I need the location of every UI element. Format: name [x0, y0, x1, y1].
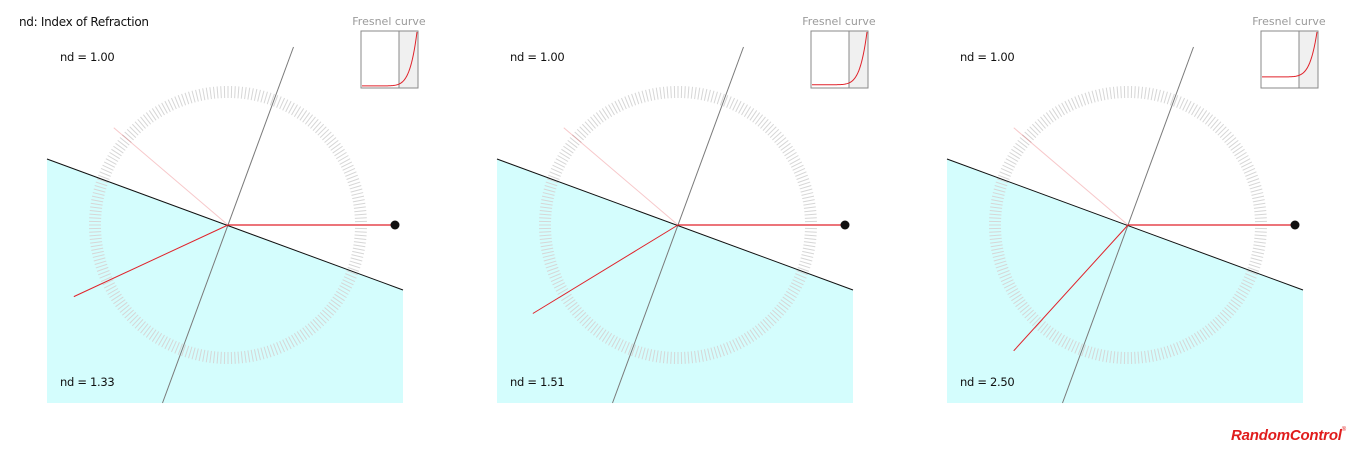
randomcontrol-logo: RandomControl® — [1231, 427, 1346, 444]
fresnel-curve-line — [812, 31, 868, 86]
refracted-ray — [1013, 224, 1129, 352]
refraction-diagram: nd = 1.00 nd = 1.51 Fresnel curve — [496, 15, 876, 404]
refracted-ray — [532, 224, 679, 314]
refraction-diagram: nd = 1.00 nd = 2.50 Fresnel curve — [946, 15, 1326, 404]
upper-medium-nd-label: nd = 1.00 — [60, 50, 114, 64]
lower-medium-nd-label: nd = 2.50 — [960, 375, 1014, 389]
fresnel-curve-thumbnail: Fresnel curve — [802, 15, 876, 89]
light-source-handle[interactable] — [840, 220, 850, 230]
fresnel-curve-title: Fresnel curve — [1252, 15, 1326, 28]
protractor-ring — [989, 86, 1267, 364]
fresnel-curve-line — [362, 31, 418, 87]
reflected-ray — [113, 127, 229, 226]
lower-medium-region — [497, 159, 853, 403]
upper-medium-nd-label: nd = 1.00 — [960, 50, 1014, 64]
refraction-panel: nd = 1.00 nd = 1.33 Fresnel curve — [0, 0, 450, 450]
interface-line — [46, 158, 404, 291]
reflected-ray — [563, 127, 679, 226]
lower-medium-nd-label: nd = 1.33 — [60, 375, 114, 389]
fresnel-curve-thumbnail: Fresnel curve — [1252, 15, 1326, 89]
interface-line — [496, 158, 854, 291]
refraction-panel: nd = 1.00 nd = 1.51 Fresnel curve — [450, 0, 900, 450]
refraction-diagram: nd = 1.00 nd = 1.33 Fresnel curve — [46, 15, 426, 404]
diagram-caption: nd: Index of Refraction — [19, 15, 149, 29]
light-source-handle[interactable] — [1290, 220, 1300, 230]
fresnel-curve-title: Fresnel curve — [802, 15, 876, 28]
upper-medium-nd-label: nd = 1.00 — [510, 50, 564, 64]
reflected-ray — [1013, 127, 1129, 226]
fresnel-curve-thumbnail: Fresnel curve — [352, 15, 426, 89]
lower-medium-region — [947, 159, 1303, 403]
lower-medium-nd-label: nd = 1.51 — [510, 375, 564, 389]
protractor-ring — [89, 86, 367, 364]
refracted-ray — [73, 224, 229, 298]
fresnel-curve-line — [1262, 31, 1318, 78]
lower-medium-region — [47, 159, 403, 403]
interface-line — [946, 158, 1304, 291]
light-source-handle[interactable] — [390, 220, 400, 230]
protractor-ring — [539, 86, 817, 364]
fresnel-curve-title: Fresnel curve — [352, 15, 426, 28]
refraction-panel: nd = 1.00 nd = 2.50 Fresnel curve — [900, 0, 1350, 450]
